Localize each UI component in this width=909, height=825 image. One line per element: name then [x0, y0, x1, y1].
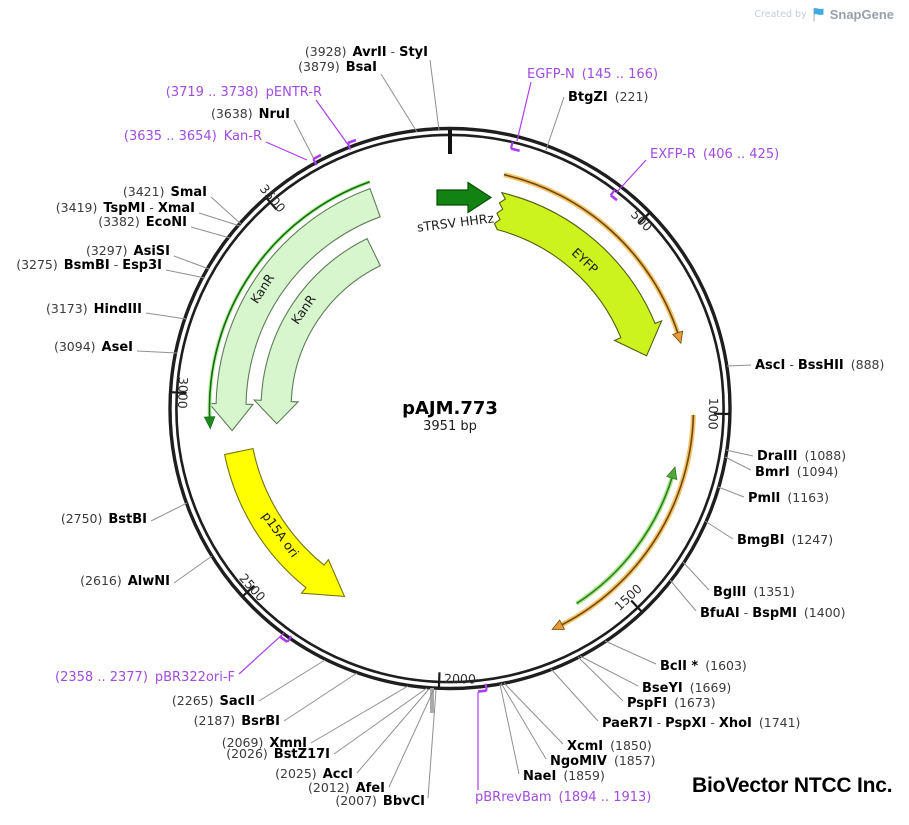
leader-line [174, 256, 209, 269]
green-line-arrow-right-halo [577, 478, 672, 604]
primer-site-mark-hook [611, 190, 615, 196]
leader-line [146, 313, 186, 319]
restriction-site-label: (2750)BstBI [61, 511, 147, 527]
restriction-site-label: BglII(1351) [713, 584, 795, 600]
green-line-arrow-kanr-head [204, 417, 214, 429]
restriction-site-label: (3879)BsaI [298, 59, 377, 75]
primer-site-mark [313, 155, 321, 159]
primer-label: (3635 .. 3654)Kan-R [124, 129, 262, 144]
leader-line [239, 633, 284, 674]
primer-site-mark [348, 140, 356, 143]
green-line-arrow-right-core [577, 478, 672, 604]
orange-line-arrow-top-head [673, 331, 683, 343]
primer-label: pBRrevBam(1894 .. 1913) [475, 790, 651, 805]
feature-label-strsv: sTRSV HHRz [416, 210, 495, 234]
leader-line [137, 351, 177, 353]
restriction-site-label: BmrI(1094) [755, 464, 838, 480]
restriction-site-label: PmlI(1163) [748, 490, 829, 506]
restriction-site-label: PspFI(1673) [627, 695, 716, 711]
primer-label: EXFP-R(406 .. 425) [650, 147, 779, 162]
restriction-site-label: NgoMIV(1857) [550, 753, 656, 769]
leader-line [705, 521, 733, 539]
restriction-site-label: BtgZI(221) [568, 89, 648, 105]
primer-site-mark-hook [511, 142, 513, 149]
restriction-site-label: (2265)SacII [172, 693, 255, 709]
restriction-site-label: (3275)BsmBI - Esp3I [16, 257, 162, 273]
primer-site-mark-hook [486, 684, 487, 691]
primer-label: (3719 .. 3738)pENTR-R [166, 85, 322, 100]
restriction-site-label: (3173)HindIII [46, 301, 142, 317]
leader-line [616, 160, 646, 193]
leader-line [166, 270, 205, 278]
snapgene-logo-icon [812, 7, 825, 22]
leader-line [266, 142, 307, 160]
leader-line [294, 120, 316, 163]
leader-line [259, 660, 325, 701]
leader-line [199, 213, 240, 226]
primer-label: EGFP-N(145 .. 166) [527, 67, 658, 82]
leader-line [211, 197, 241, 224]
leader-line [727, 365, 751, 366]
leader-line [311, 686, 408, 743]
leader-line [504, 683, 563, 744]
restriction-site-label: BseYI(1669) [642, 680, 731, 696]
restriction-site-label: (2187)BsrBI [194, 713, 280, 729]
leader-line [357, 689, 429, 773]
restriction-site-label: (2026)BstZ17I [226, 746, 330, 762]
restriction-site-label: BfuAI - BspMI(1400) [700, 605, 846, 621]
restriction-site-label: DraIII(1088) [757, 448, 846, 464]
plasmid-title: pAJM.773 [402, 398, 498, 419]
primer-site-mark [478, 691, 487, 692]
watermark-brand: SnapGene [830, 7, 894, 22]
leader-line [683, 562, 709, 590]
watermark-prefix: Created by [754, 9, 806, 20]
ribozyme-arrow [437, 183, 491, 213]
scale-tick [439, 672, 440, 687]
snapgene-watermark: Created by SnapGene [754, 7, 894, 22]
restriction-site-label: (3421)SmaI [123, 184, 207, 200]
restriction-site-label: AscI - BssHII(888) [755, 357, 884, 373]
leader-line [605, 641, 656, 664]
primer-site-mark [611, 195, 617, 200]
leader-line [151, 503, 187, 521]
restriction-site-label: (3382)EcoNI [98, 214, 187, 230]
scale-tick-label: 2000 [444, 671, 476, 687]
leader-line [517, 82, 531, 141]
leader-line [551, 669, 598, 721]
leader-line [430, 60, 439, 130]
primer-label: (2358 .. 2377)pBR322ori-F [55, 670, 235, 685]
leader-line [725, 457, 751, 470]
leader-line [174, 556, 212, 583]
restriction-site-label: PaeR7I - PspXI - XhoI(1741) [602, 715, 800, 731]
leader-line [381, 74, 417, 132]
restriction-site-label: (2616)AlwNI [80, 573, 170, 589]
leader-line [389, 689, 434, 787]
primer-site-mark [511, 149, 520, 151]
scale-tick-label: 3000 [175, 377, 191, 409]
plasmid-size: 3951 bp [423, 419, 477, 434]
leader-line [546, 97, 564, 150]
leader-line [580, 656, 638, 686]
leader-line [670, 580, 696, 611]
restriction-site-label: BclI *(1603) [660, 658, 747, 674]
restriction-site-label: (3094)AseI [54, 339, 133, 355]
scale-tick-label: 1000 [706, 398, 722, 430]
leader-line [316, 100, 349, 146]
restriction-site-label: (3928)AvrII - StyI [305, 44, 428, 60]
leader-line [578, 657, 623, 701]
restriction-site-label: BmgBI(1247) [737, 532, 833, 548]
vendor-brand: BioVector NTCC Inc. [692, 774, 892, 798]
leader-line [726, 450, 753, 456]
leader-line [191, 227, 230, 238]
restriction-site-label: XcmI(1850) [567, 738, 652, 754]
leader-line [284, 673, 357, 721]
green-line-arrow-right-head [667, 467, 677, 480]
restriction-site-label: (3297)AsiSI [86, 243, 170, 259]
leader-line [718, 487, 744, 497]
restriction-site-label: (3638)NruI [211, 106, 290, 122]
scale-tick-label: 500 [628, 207, 655, 235]
restriction-site-label: NaeI(1859) [523, 768, 605, 784]
